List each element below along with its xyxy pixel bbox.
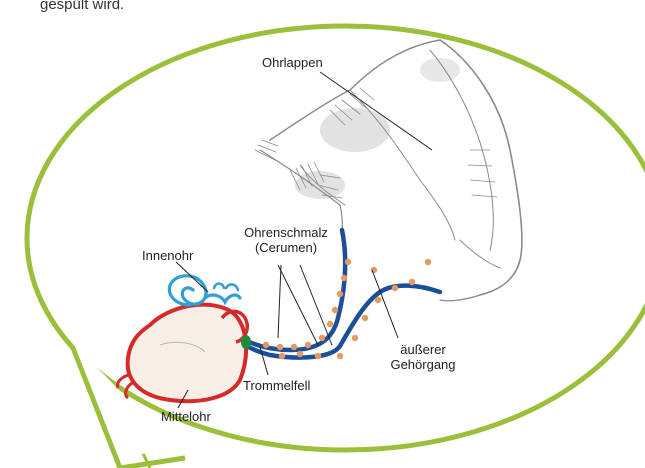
pinna-shading (320, 108, 390, 152)
label-ohrlappen: Ohrlappen (262, 55, 323, 70)
label-gehoergang-line2: Gehörgang (378, 357, 468, 372)
label-ohrenschmalz-line1: Ohrenschmalz (231, 225, 341, 240)
label-gehoergang-line1: äußerer (378, 342, 468, 357)
eardrum (241, 335, 251, 349)
label-aeusserer-gehoergang: äußerer Gehörgang (378, 342, 468, 372)
label-ohrenschmalz: Ohrenschmalz (Cerumen) (231, 225, 341, 255)
label-ohrenschmalz-line2: (Cerumen) (231, 240, 341, 255)
label-trommelfell: Trommelfell (243, 378, 310, 393)
label-mittelohr: Mittelohr (161, 409, 211, 424)
label-innenohr: Innenohr (142, 248, 193, 263)
